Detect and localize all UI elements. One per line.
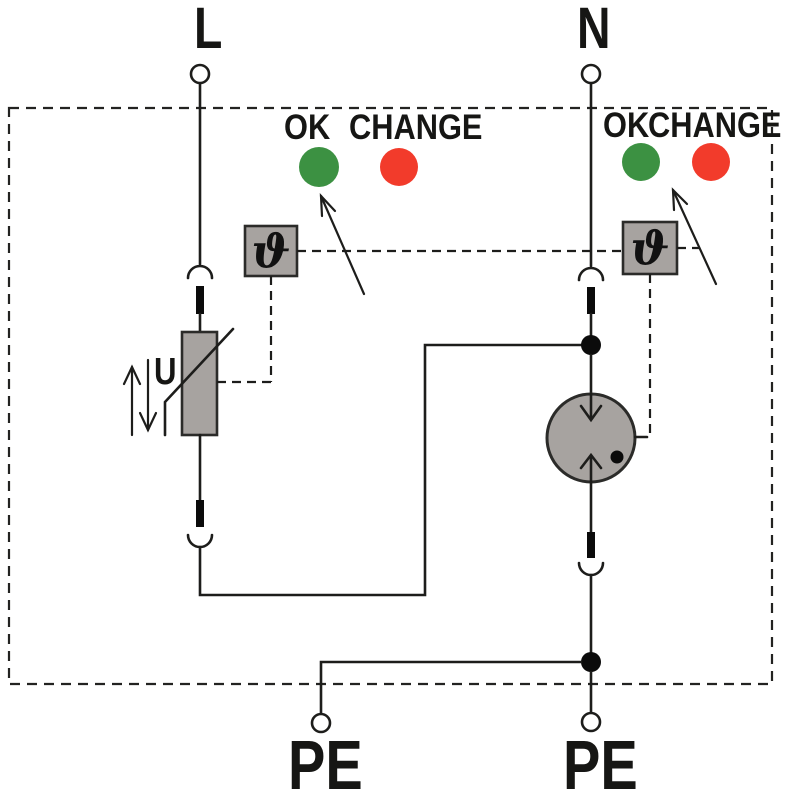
junction-dot-pe <box>581 652 601 672</box>
voltage-label-u: U <box>154 351 177 393</box>
terminal-label-n: N <box>577 0 611 61</box>
indicator-arrow-left-head-icon <box>319 193 337 218</box>
varistor-strike-line <box>163 327 235 437</box>
terminal-l <box>189 63 211 85</box>
gdt-arrow-down-icon <box>579 404 603 423</box>
wire-pe-left-branch <box>319 660 583 716</box>
junction-dot-n <box>581 335 601 355</box>
disconnect-contact-pe-icon <box>577 561 605 577</box>
thermal-fuse-pe-icon <box>587 532 595 558</box>
led-ok-left <box>299 147 339 187</box>
gdt-gas-filled-dot-icon <box>610 450 624 464</box>
thermal-symbol-right: ϑ <box>630 221 670 275</box>
ok-label-left: OK <box>284 108 331 147</box>
thermal-fuse-n-icon <box>587 287 595 314</box>
terminal-n <box>580 63 602 85</box>
terminal-pe-right <box>580 711 602 733</box>
gdt-arrow-up-icon <box>579 452 603 470</box>
disconnect-contact-n-icon <box>577 266 605 282</box>
thermal-fuse-l-icon <box>196 286 204 314</box>
change-label-left: CHANGE <box>349 108 483 147</box>
terminal-label-pe-left: PE <box>288 726 363 804</box>
disconnect-contact-l-icon <box>186 264 214 280</box>
thermal-symbol-left: ϑ <box>251 224 291 278</box>
indicator-arrow-right-shaft <box>671 188 718 286</box>
terminal-label-l: L <box>194 0 223 61</box>
led-change-right <box>692 143 730 181</box>
voltage-arrow-down-head-icon <box>138 411 158 433</box>
thermal-disconnect-box-right <box>621 220 679 276</box>
device-outline-dashed-box <box>7 106 774 686</box>
terminal-label-pe-right: PE <box>563 726 638 804</box>
wire-varistor-to-n-junction <box>198 343 583 597</box>
disconnect-contact-l-lower-icon <box>186 533 214 549</box>
varistor-body <box>180 330 219 437</box>
led-ok-right <box>622 143 660 181</box>
indicator-arrow-left-shaft <box>319 194 366 296</box>
terminal-pe-left <box>310 712 332 734</box>
change-label-right: CHANGE <box>648 106 782 145</box>
thermal-fuse-l-lower-icon <box>196 500 204 527</box>
led-change-left <box>380 148 418 186</box>
ok-label-right: OK <box>603 106 650 145</box>
indicator-arrow-right-head-icon <box>671 187 689 212</box>
voltage-arrow-up-head-icon <box>122 364 142 386</box>
